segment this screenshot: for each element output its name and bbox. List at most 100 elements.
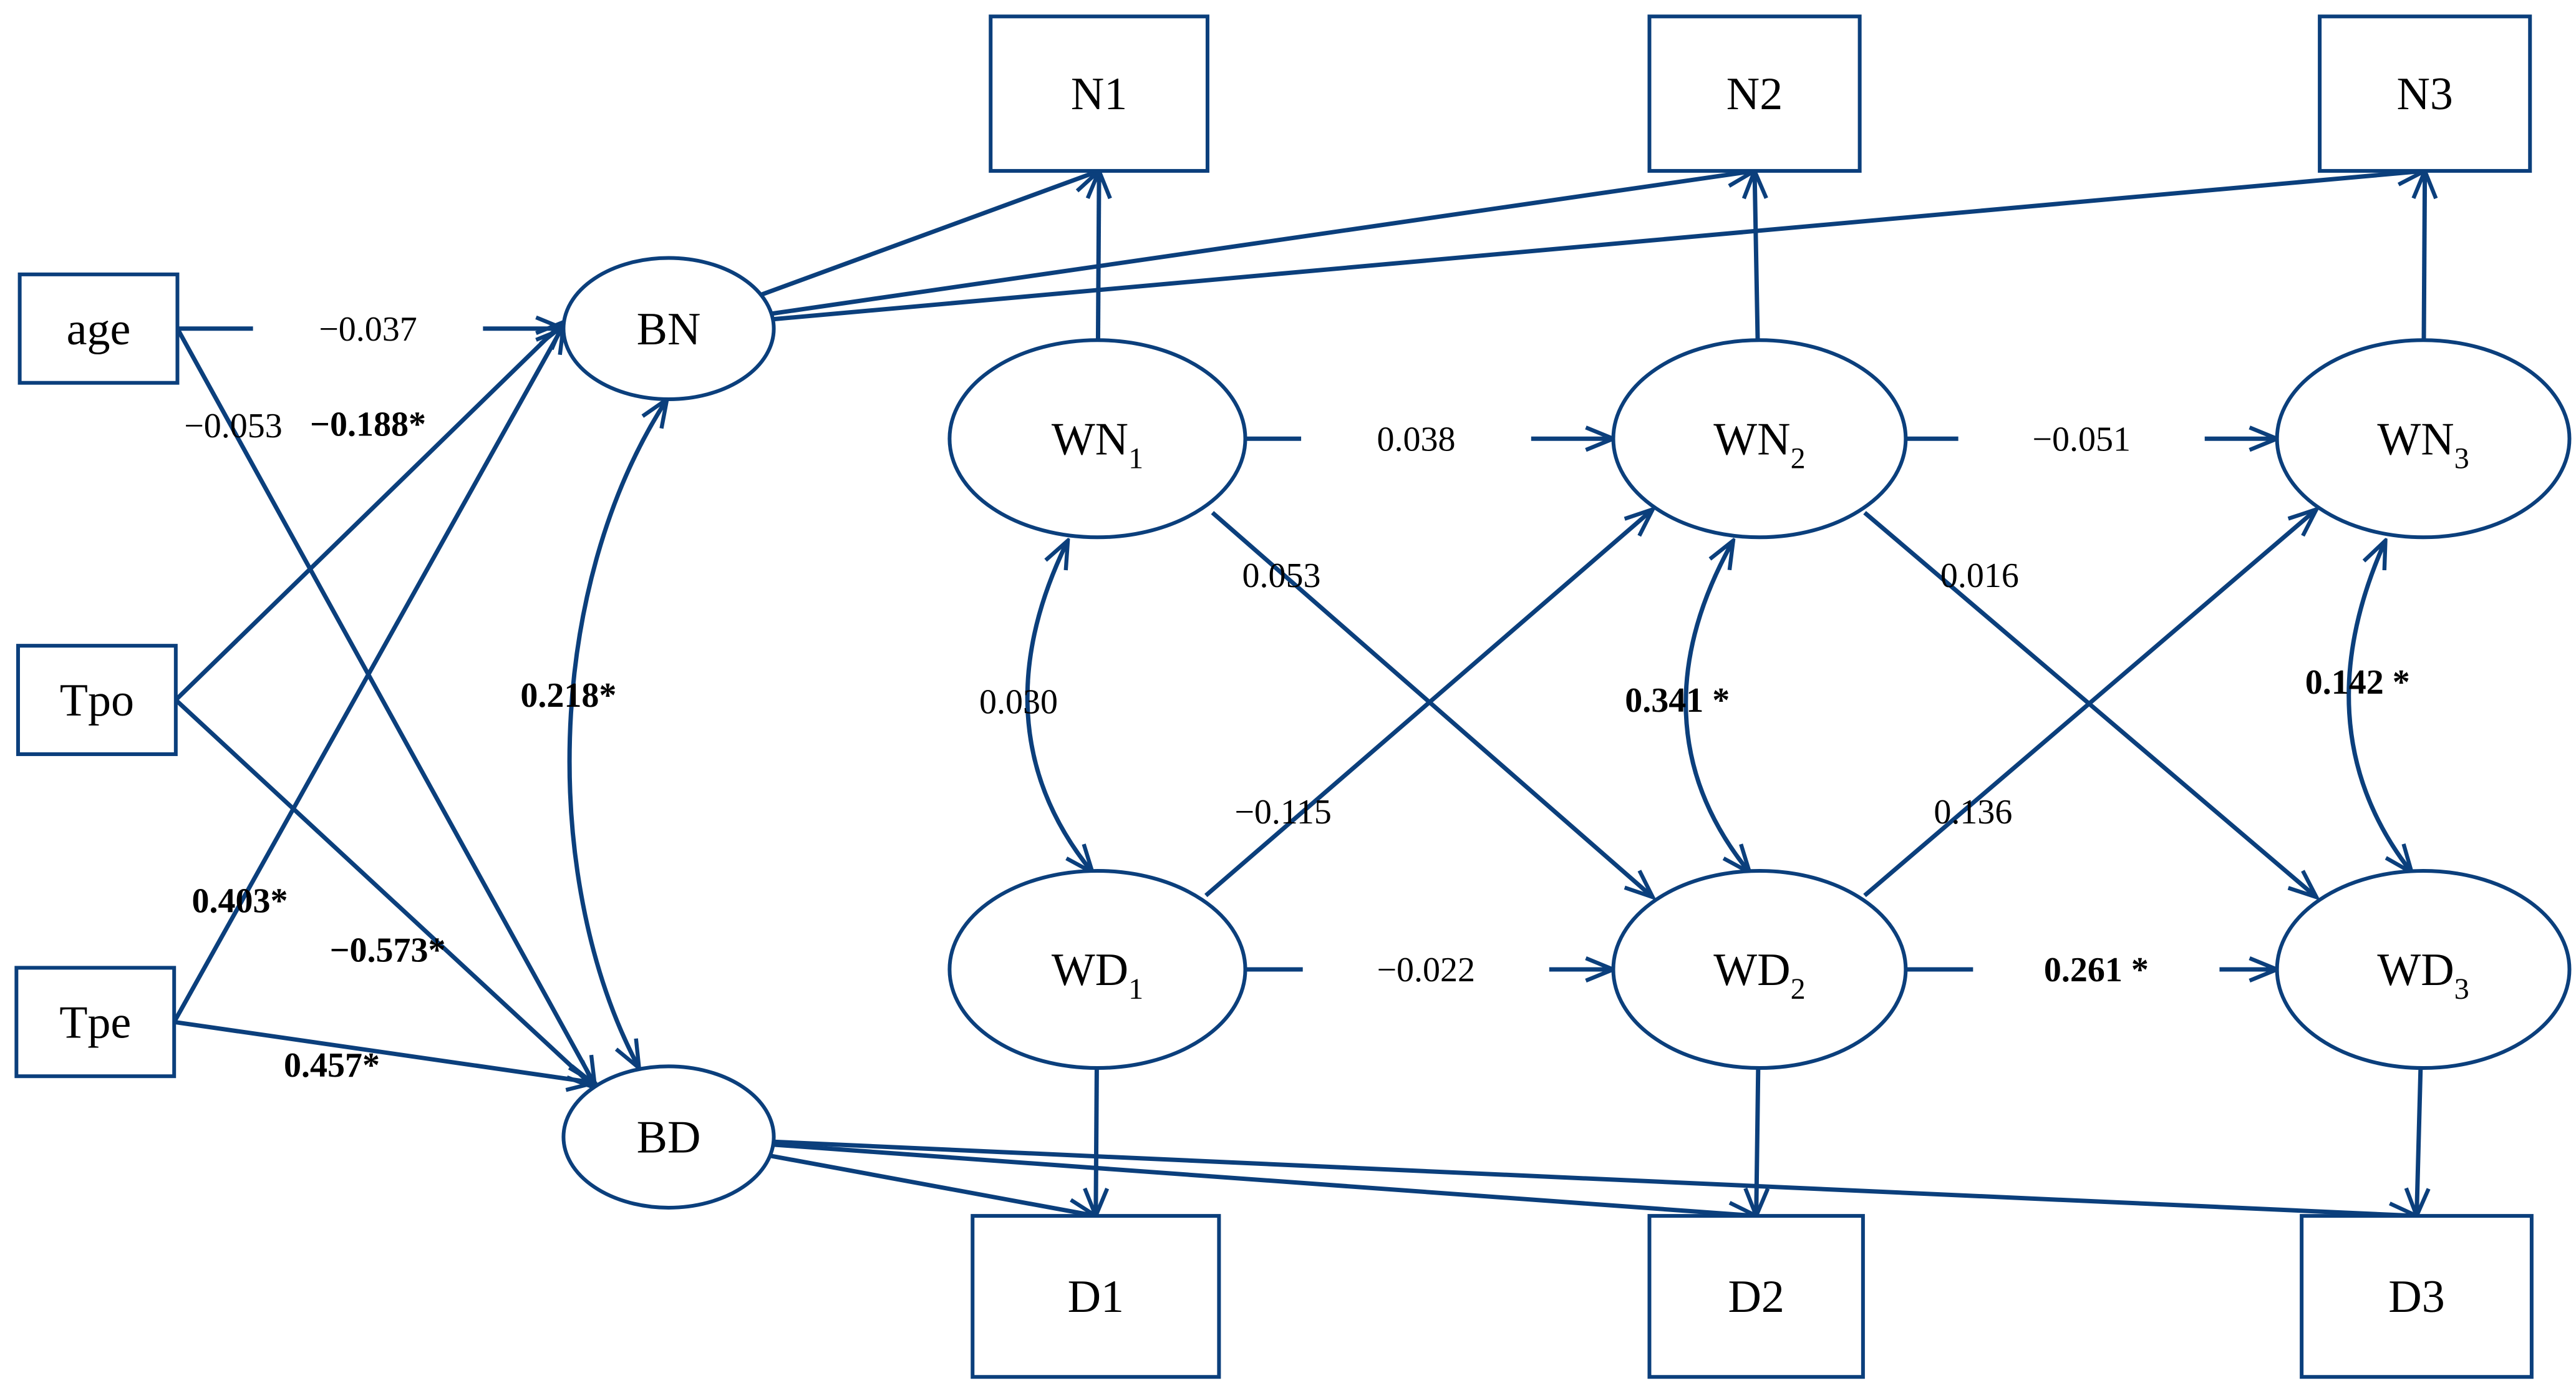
edge-label-WD1-WN2: −0.115 xyxy=(1234,793,1332,832)
arrow-BN-N3 xyxy=(772,171,2425,322)
path-age-BD xyxy=(175,328,594,1085)
edge-labels: −0.037 −0.053 −0.188* −0.573* 0.403* 0.457* 0.… xyxy=(184,310,2409,1085)
node-D3: D3 xyxy=(2300,1214,2534,1379)
node-WN1-sub: 1 xyxy=(1128,442,1143,475)
node-N2-shape xyxy=(1647,14,1862,173)
node-WD3: WD3 xyxy=(2275,868,2572,1070)
node-Tpo-shape xyxy=(16,644,178,756)
node-N1-label: N1 xyxy=(1071,69,1127,120)
node-D3-shape xyxy=(2300,1214,2534,1379)
edge-label-Tpo-BN: −0.188* xyxy=(310,405,426,444)
node-WN1: WN1 xyxy=(947,338,1247,540)
edge-label-age-BD: −0.053 xyxy=(184,407,283,445)
edge-label-WD1-WD2: −0.022 xyxy=(1377,951,1475,989)
node-WN1-main: WN xyxy=(1052,414,1128,465)
edge-label-WD2-WD3: 0.261 * xyxy=(2044,951,2149,989)
node-N2: N2 xyxy=(1647,14,1862,173)
node-BD-label: BD xyxy=(637,1112,701,1163)
node-WD3-label: WD3 xyxy=(2377,944,2469,1006)
node-D3-label: D3 xyxy=(2388,1271,2444,1322)
node-age-shape xyxy=(17,272,180,385)
node-BD-shape xyxy=(561,1064,776,1210)
edge-label-WN2-WD3: 0.016 xyxy=(1940,556,2019,595)
correlation-WN1-WD1 xyxy=(1025,541,1092,873)
edge-label-Tpe-BN: 0.403* xyxy=(192,881,288,920)
path-Tpo-BD xyxy=(174,698,595,1088)
node-WN3-shape xyxy=(2275,338,2572,540)
node-N2-label: N2 xyxy=(1726,69,1783,120)
arrow-BN-N1 xyxy=(760,171,1099,297)
node-BD: BD xyxy=(561,1064,776,1210)
node-N3-label: N3 xyxy=(2396,69,2453,120)
node-WN2-main: WN xyxy=(1713,414,1790,465)
path-Tpo-BN xyxy=(174,322,564,702)
edge-label-WN2-WD2: 0.341 * xyxy=(1625,681,1730,720)
node-age: age xyxy=(17,272,180,385)
node-BN-label: BN xyxy=(637,304,701,355)
arrow-WN3-N3 xyxy=(2424,171,2425,341)
node-D1-label: D1 xyxy=(1068,1271,1124,1322)
node-WD3-main: WD xyxy=(2377,944,2454,996)
edge-label-WN3-WD3: 0.142 * xyxy=(2305,663,2410,702)
correlation-WN2-WD2 xyxy=(1683,541,1750,873)
node-Tpe-label: Tpe xyxy=(59,997,131,1048)
path-Tpe-BD xyxy=(173,1019,594,1082)
node-WD1-label: WD1 xyxy=(1052,944,1143,1006)
node-WD2-label: WD2 xyxy=(1713,944,1805,1006)
node-WD3-sub: 3 xyxy=(2454,973,2469,1006)
arrow-BD-D3 xyxy=(773,1139,2416,1216)
edge-label-WN1-WD2: 0.053 xyxy=(1242,556,1320,595)
node-WN3-label: WN3 xyxy=(2377,414,2469,475)
node-WD2-shape xyxy=(1611,868,1908,1070)
arrow-WD2-D2 xyxy=(1756,1068,1758,1216)
node-BN: BN xyxy=(561,256,776,402)
node-N1-shape xyxy=(989,14,1209,173)
node-D1: D1 xyxy=(971,1214,1221,1379)
node-Tpe-shape xyxy=(14,966,177,1079)
edge-label-Tpo-BD: −0.573* xyxy=(330,931,446,969)
node-D2-label: D2 xyxy=(1728,1271,1784,1322)
node-N3-shape xyxy=(2318,14,2532,173)
node-N3: N3 xyxy=(2318,14,2532,173)
path-Tpe-BN xyxy=(172,326,563,1024)
node-WD2: WD2 xyxy=(1611,868,1908,1070)
edge-label-WD2-WN3: 0.136 xyxy=(1934,793,2012,832)
node-WN1-shape xyxy=(947,338,1247,540)
node-Tpe: Tpe xyxy=(14,966,177,1079)
node-WD1-main: WD xyxy=(1052,944,1128,996)
node-WD2-sub: 2 xyxy=(1791,973,1806,1006)
edge-label-Tpe-BD: 0.457* xyxy=(284,1046,380,1085)
node-WN2-label: WN2 xyxy=(1713,414,1805,475)
node-N1: N1 xyxy=(989,14,1209,173)
correlation-WN3-WD3 xyxy=(2346,541,2412,873)
edge-label-age-BN: −0.037 xyxy=(319,310,417,349)
edges xyxy=(172,171,2425,1216)
path-WD2-WN3 xyxy=(1863,510,2317,898)
node-WN1-label: WN1 xyxy=(1052,414,1143,475)
node-D2: D2 xyxy=(1647,1214,1865,1379)
arrow-WD1-D1 xyxy=(1096,1068,1097,1216)
correlation-BN-BD xyxy=(567,399,667,1068)
node-WN2-shape xyxy=(1611,338,1908,540)
arrow-WN1-N1 xyxy=(1098,171,1099,341)
node-BN-shape xyxy=(561,256,776,402)
node-WN3-main: WN xyxy=(2377,414,2454,465)
arrow-BD-D2 xyxy=(773,1142,1756,1216)
edge-label-WN1-WD1: 0.030 xyxy=(979,683,1058,722)
path-WN1-WD2 xyxy=(1211,511,1653,897)
node-WN3: WN3 xyxy=(2275,338,2572,540)
arrow-WN2-N2 xyxy=(1755,171,1758,341)
node-age-label: age xyxy=(67,304,131,355)
arrow-BN-N2 xyxy=(771,171,1755,316)
node-WD1: WD1 xyxy=(947,868,1247,1070)
node-Tpo: Tpo xyxy=(16,644,178,756)
arrow-BD-D1 xyxy=(769,1153,1096,1216)
node-WD3-shape xyxy=(2275,868,2572,1070)
edge-label-WN2-WN3: −0.051 xyxy=(2032,420,2131,459)
edge-label-WN1-WN2: 0.038 xyxy=(1377,420,1455,459)
node-WN2-sub: 2 xyxy=(1791,442,1806,475)
edge-label-BN-BD: 0.218* xyxy=(520,676,616,715)
node-WN3-sub: 3 xyxy=(2454,442,2469,475)
